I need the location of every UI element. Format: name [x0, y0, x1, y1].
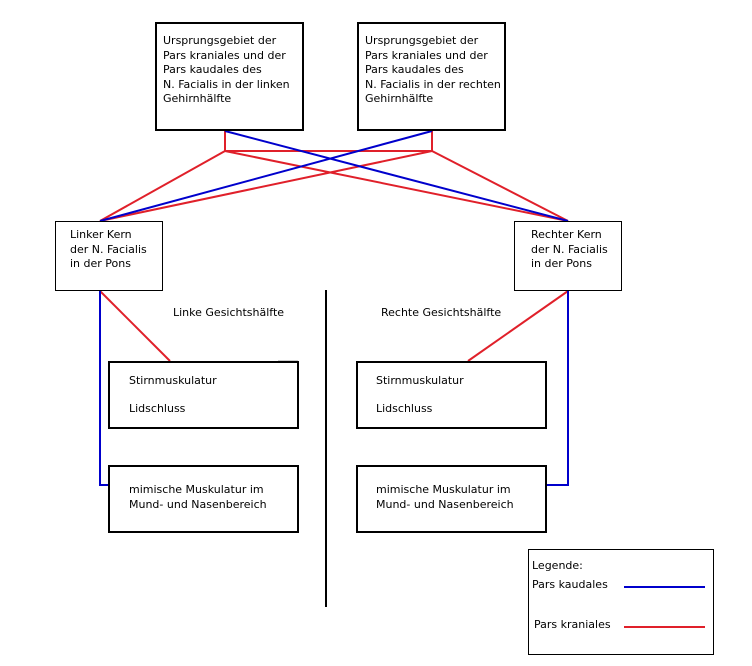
- legend-kraniales-label: Pars kraniales: [534, 618, 611, 631]
- red-rightorigin-to-leftnucleus: [99, 150, 433, 222]
- blue-rightnucleus-to-lower: [546, 291, 569, 486]
- legend-box: Legende: Pars kaudales Pars kraniales: [528, 549, 714, 655]
- upper-muscles-right-line1: Stirnmuskulatur: [376, 374, 464, 387]
- lower-muscles-box-right: mimische Muskulatur im Mund- und Nasenbe…: [356, 465, 547, 533]
- origin-box-left: Ursprungsgebiet der Pars kraniales und d…: [155, 22, 304, 131]
- upper-muscles-left-line2: Lidschluss: [129, 402, 186, 415]
- lower-muscles-left-text: mimische Muskulatur im Mund- und Nasenbe…: [129, 483, 267, 511]
- red-rightorigin-to-rightnucleus: [431, 150, 569, 222]
- upper-muscles-left-line1: Stirnmuskulatur: [129, 374, 217, 387]
- blue-leftorigin-to-rightnucleus: [224, 130, 569, 222]
- lower-muscles-box-left: mimische Muskulatur im Mund- und Nasenbe…: [108, 465, 299, 533]
- lower-muscles-right-text: mimische Muskulatur im Mund- und Nasenbe…: [376, 483, 514, 511]
- origin-box-right: Ursprungsgebiet der Pars kraniales und d…: [357, 22, 506, 131]
- upper-muscles-box-right: Stirnmuskulatur Lidschluss: [356, 361, 547, 429]
- nucleus-box-right: Rechter Kern der N. Facialis in der Pons: [514, 221, 622, 291]
- legend-kraniales-swatch: [624, 626, 705, 628]
- legend-kaudales-swatch: [624, 586, 705, 588]
- nucleus-right-text: Rechter Kern der N. Facialis in der Pons: [531, 228, 608, 270]
- upper-muscles-box-left: Stirnmuskulatur Lidschluss: [108, 361, 299, 429]
- red-rightnucleus-to-upper: [467, 290, 569, 362]
- nucleus-left-text: Linker Kern der N. Facialis in der Pons: [70, 228, 147, 270]
- red-leftnucleus-to-upper: [99, 290, 171, 362]
- origin-right-text: Ursprungsgebiet der Pars kraniales und d…: [365, 34, 501, 105]
- nucleus-box-left: Linker Kern der N. Facialis in der Pons: [55, 221, 163, 291]
- red-leftorigin-to-rightnucleus: [224, 150, 569, 222]
- face-right-caption: Rechte Gesichtshälfte: [381, 306, 502, 319]
- legend-kaudales-label: Pars kaudales: [532, 578, 608, 591]
- face-left-caption: Linke Gesichtshälfte: [173, 306, 285, 319]
- legend-title: Legende:: [532, 559, 583, 572]
- origin-left-text: Ursprungsgebiet der Pars kraniales und d…: [163, 34, 290, 105]
- red-leftorigin-to-leftnucleus: [99, 150, 226, 222]
- blue-rightorigin-to-leftnucleus: [99, 130, 433, 222]
- blue-leftnucleus-to-lower: [99, 291, 108, 486]
- upper-muscles-right-line2: Lidschluss: [376, 402, 433, 415]
